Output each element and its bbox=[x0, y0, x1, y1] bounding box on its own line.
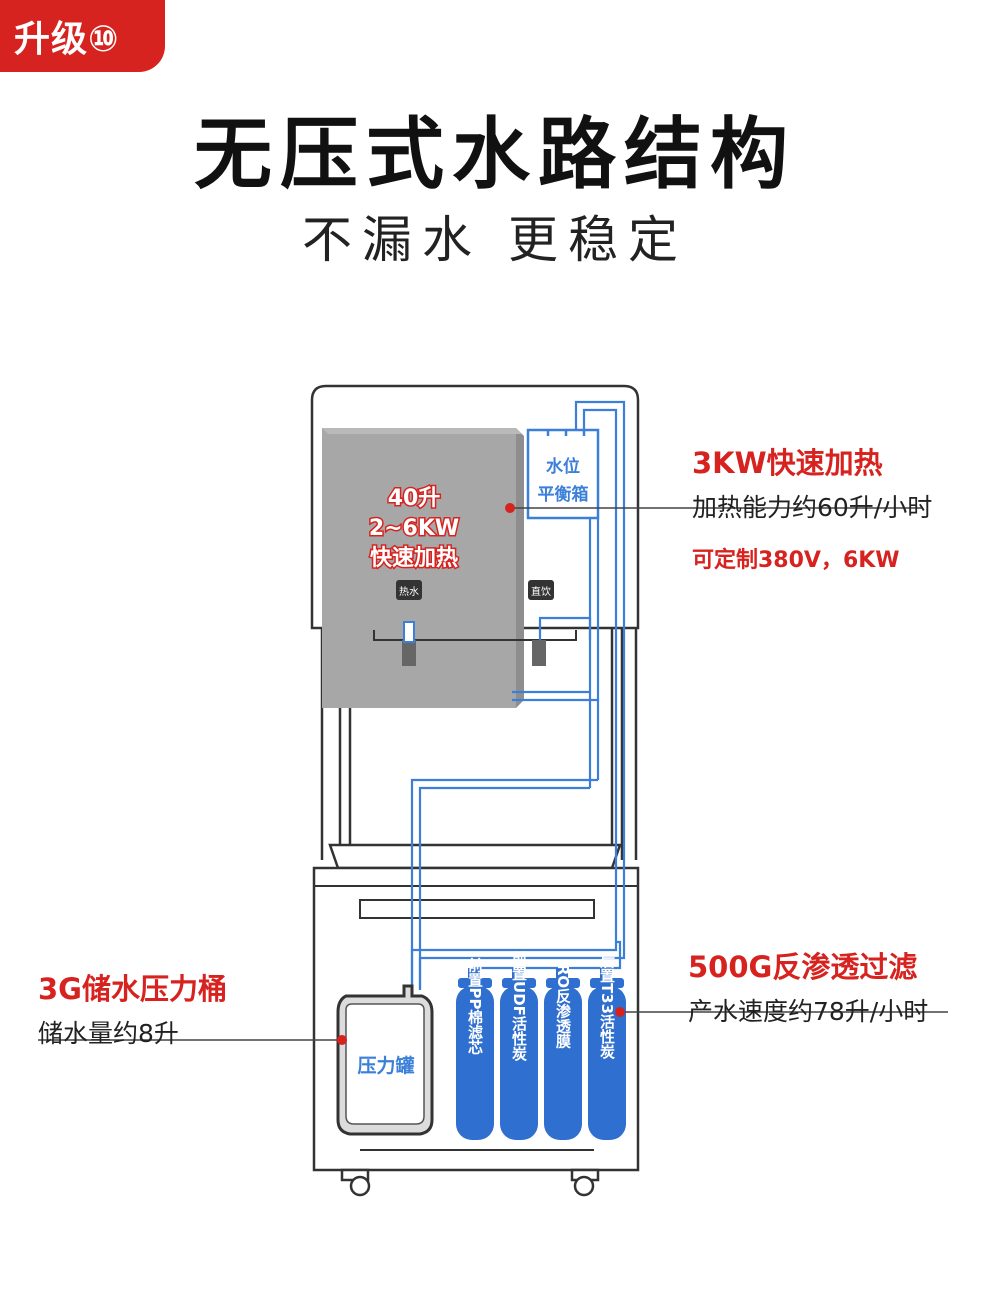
wheels bbox=[340, 1168, 600, 1197]
heater-power: 2~6KW bbox=[369, 516, 459, 541]
filter-label-ro: RO反渗透膜 bbox=[554, 964, 572, 1050]
filter-label-pp: 前置PP棉滤芯 bbox=[466, 957, 484, 1055]
water-pipes bbox=[410, 400, 626, 990]
callout-heating-note: 可定制380V，6KW bbox=[692, 548, 900, 573]
callout-heating-desc: 加热能力约60升/小时 bbox=[692, 493, 933, 522]
pressure-tank-label: 压力罐 bbox=[357, 1054, 414, 1077]
balance-box bbox=[526, 428, 600, 520]
dispense-channel bbox=[373, 630, 577, 641]
filter-pp bbox=[456, 968, 494, 1140]
balance-box-line1: 水位 bbox=[546, 456, 580, 477]
lower-shelf bbox=[359, 899, 595, 919]
balance-box-line2: 平衡箱 bbox=[538, 484, 589, 505]
filter-cartridges bbox=[456, 968, 626, 1140]
callout-tank: 3G储水压力桶 储水量约8升 bbox=[38, 966, 227, 1050]
callout-ro-head: 500G反渗透过滤 bbox=[688, 950, 918, 984]
callout-heating: 3KW快速加热 加热能力约60升/小时 可定制380V，6KW bbox=[692, 440, 932, 574]
tap-hot bbox=[402, 621, 416, 666]
tap-direct bbox=[532, 640, 546, 666]
pressure-tank bbox=[336, 984, 434, 1136]
filter-ro bbox=[544, 968, 582, 1140]
heater-tank bbox=[322, 428, 524, 708]
tap-direct-label-box bbox=[528, 580, 554, 600]
leader-lines bbox=[38, 503, 948, 1045]
filter-label-t33: 后置T33活性炭 bbox=[598, 953, 616, 1060]
tap-hot-label-box bbox=[396, 580, 422, 600]
callout-ro: 500G反渗透过滤 产水速度约78升/小时 bbox=[688, 944, 928, 1028]
tap-direct-label: 直饮 bbox=[531, 585, 551, 598]
filter-udf bbox=[500, 968, 538, 1140]
callout-ro-desc: 产水速度约78升/小时 bbox=[688, 997, 929, 1026]
upper-frame-legs bbox=[320, 628, 638, 860]
filter-label-udf: 前置UDF活性炭 bbox=[510, 950, 528, 1062]
filter-t33 bbox=[588, 968, 626, 1140]
callout-tank-head: 3G储水压力桶 bbox=[38, 972, 227, 1006]
heater-capacity: 40升 bbox=[388, 486, 441, 511]
drip-tray bbox=[328, 843, 622, 870]
upgrade-badge: 升级⑩ bbox=[0, 0, 165, 72]
upgrade-badge-label: 升级⑩ bbox=[14, 19, 120, 60]
page-subtitle: 不漏水 更稳定 bbox=[302, 211, 688, 269]
tap-hot-label: 热水 bbox=[399, 585, 419, 598]
callout-tank-desc: 储水量约8升 bbox=[38, 1019, 179, 1048]
page-title: 无压式水路结构 bbox=[193, 110, 796, 200]
heater-speed: 快速加热 bbox=[370, 545, 458, 571]
callout-heating-head: 3KW快速加热 bbox=[692, 446, 883, 480]
